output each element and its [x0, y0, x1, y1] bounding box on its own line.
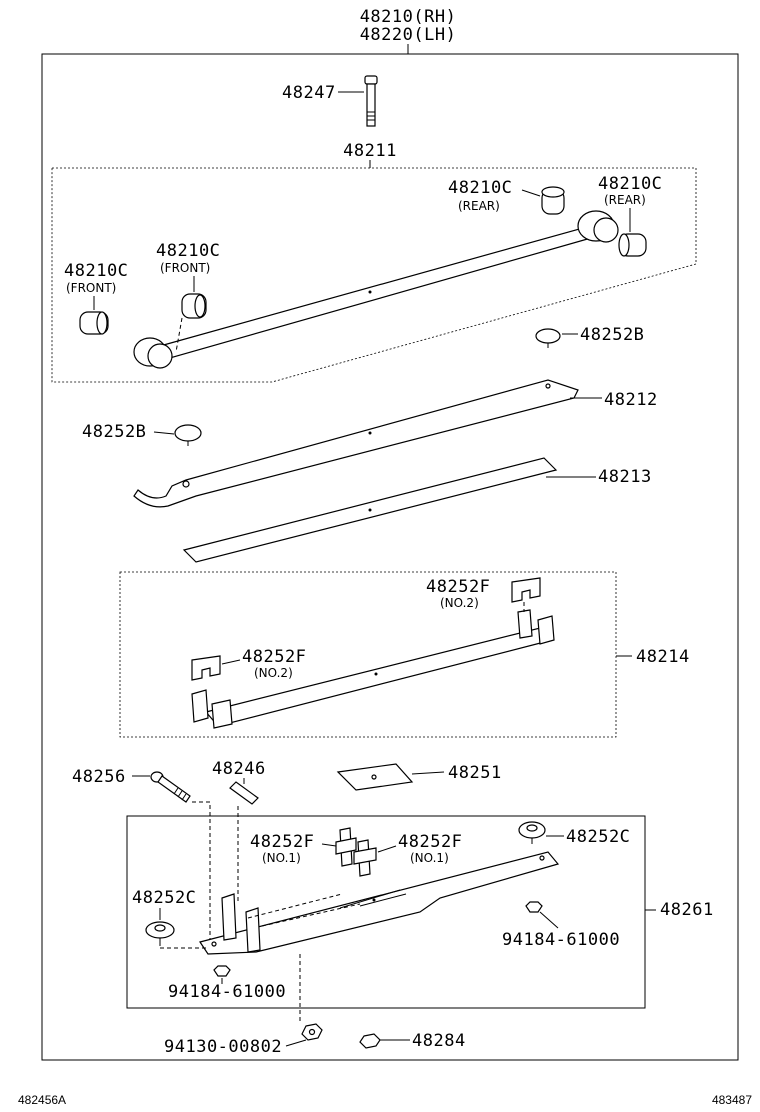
leader-bush-rear-a [521, 189, 541, 197]
insert-left-part [174, 424, 202, 446]
leader-insert-left [153, 431, 175, 435]
label-nut-left[interactable]: 94184-61000 [168, 982, 286, 1002]
assembly-code-lh: 48220(LH) [360, 25, 457, 45]
clip-no2-top-part [511, 577, 541, 603]
leaf2-part [133, 379, 579, 508]
insert-c-left-part [145, 921, 175, 946]
pin-part [229, 781, 259, 805]
leader-clip-no1-right [377, 845, 397, 853]
label-bolt[interactable]: 48247 [282, 83, 336, 103]
label-bush-rear-a[interactable]: 48210C [448, 178, 512, 198]
assembly-frame [41, 53, 739, 1061]
label-leaf5[interactable]: 48261 [660, 900, 714, 920]
label-nut-48284[interactable]: 48284 [412, 1031, 466, 1051]
leader-nut-right [539, 911, 559, 929]
leaf4-frame [119, 571, 617, 738]
label-main-leaf[interactable]: 48211 [343, 141, 397, 161]
note-bush-front-b: (FRONT) [66, 281, 116, 295]
label-pad[interactable]: 48251 [448, 763, 502, 783]
assembly-code-rh: 48210(RH) [360, 7, 457, 27]
clip-no1-right-part [353, 839, 377, 877]
label-leaf4[interactable]: 48214 [636, 647, 690, 667]
guide-front-bush [175, 317, 183, 353]
footer-right-ref: 483487 [712, 1093, 752, 1107]
note-clip-no2-top: (NO.2) [440, 596, 479, 610]
center-bolt-part [150, 771, 191, 803]
main-leaf-frame [51, 167, 697, 383]
leader-clip-no2-left [221, 659, 241, 665]
bush-front-a-part [181, 293, 207, 319]
leaf4-part [191, 609, 555, 729]
label-pin[interactable]: 48246 [212, 759, 266, 779]
label-insert-right[interactable]: 48252B [580, 325, 644, 345]
note-bush-rear-a: (REAR) [458, 199, 500, 213]
footer-left-ref: 482456A [18, 1093, 66, 1107]
label-bush-front-a[interactable]: 48210C [156, 241, 220, 261]
insert-right-part [535, 328, 561, 348]
guide-center-bolt [192, 801, 211, 940]
note-bush-front-a: (FRONT) [160, 261, 210, 275]
note-bush-rear-b: (REAR) [604, 193, 646, 207]
clip-no1-left-part [335, 827, 357, 867]
insert-c-right-part [518, 821, 546, 844]
guide-clip-b [261, 903, 361, 927]
label-bush-front-b[interactable]: 48210C [64, 261, 128, 281]
nut-48284-part [359, 1033, 381, 1049]
leaf5-part [199, 851, 560, 955]
main-leaf-part [133, 210, 619, 369]
note-clip-no1-left: (NO.1) [262, 851, 301, 865]
leader-nut-bottom [285, 1039, 307, 1047]
bush-rear-b-part [618, 233, 647, 257]
leaf3-part [182, 457, 558, 563]
label-clip-no1-left[interactable]: 48252F [250, 832, 314, 852]
label-clip-no2-left[interactable]: 48252F [242, 647, 306, 667]
clip-no2-left-part [191, 655, 221, 681]
label-nut-bottom[interactable]: 94130-00802 [164, 1037, 282, 1057]
bush-front-b-part [79, 311, 109, 335]
label-bush-rear-b[interactable]: 48210C [598, 174, 662, 194]
leader-pad [411, 771, 445, 775]
bush-rear-a-part [541, 186, 565, 215]
label-nut-right[interactable]: 94184-61000 [502, 930, 620, 950]
leaf5-frame [126, 815, 646, 1009]
label-leaf2[interactable]: 48212 [604, 390, 658, 410]
label-insert-c-left[interactable]: 48252C [132, 888, 196, 908]
label-clip-no1-right[interactable]: 48252F [398, 832, 462, 852]
label-leaf3[interactable]: 48213 [598, 467, 652, 487]
leader-clip-no1-left [321, 843, 337, 847]
nut-left-part [213, 965, 231, 977]
note-clip-no1-right: (NO.1) [410, 851, 449, 865]
pad-part [336, 763, 414, 791]
bolt-part [364, 75, 378, 127]
nut-bottom-part [301, 1023, 323, 1041]
label-insert-left[interactable]: 48252B [82, 422, 146, 442]
guide-clip-a [247, 893, 343, 919]
label-center-bolt[interactable]: 48256 [72, 767, 126, 787]
label-insert-c-right[interactable]: 48252C [566, 827, 630, 847]
label-clip-no2-top[interactable]: 48252F [426, 577, 490, 597]
note-clip-no2-left: (NO.2) [254, 666, 293, 680]
nut-right-part [525, 901, 543, 913]
